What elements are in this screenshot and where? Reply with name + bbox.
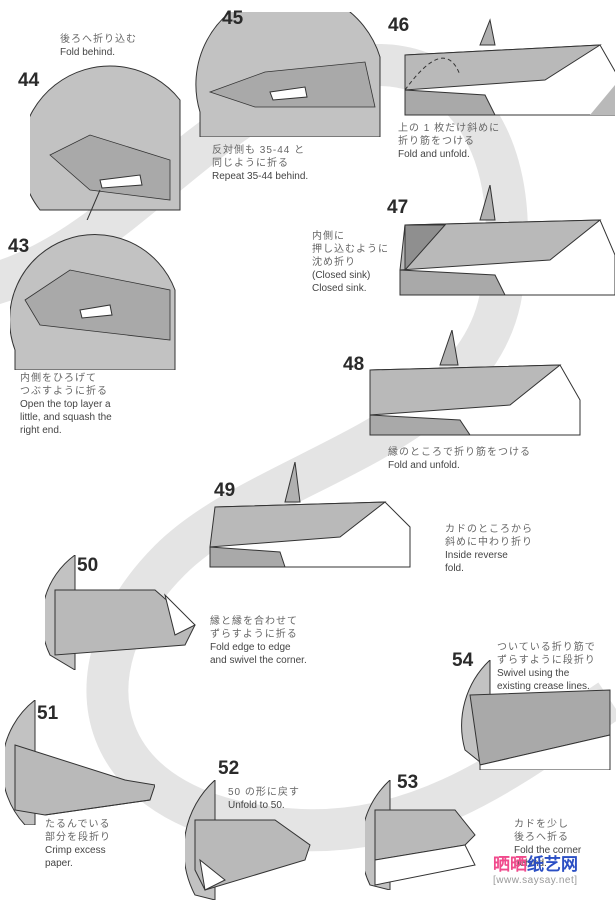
step-number: 43: [8, 236, 30, 257]
step-49-caption: カドのところから 斜めに中わり折り Inside reverse fold.: [445, 524, 533, 574]
step-53-caption: カドを少し 後ろへ折る Fold the corner behind.: [514, 819, 582, 869]
step-51-diagram: [5, 700, 155, 825]
step-number: 50: [77, 555, 99, 576]
step-number: 51: [37, 703, 59, 724]
watermark-title: 晒晒纸艺网: [493, 855, 578, 874]
step-number: 48: [343, 354, 365, 375]
step-43-caption: 内側をひろげて つぶすように折る Open the top layer a li…: [20, 373, 112, 436]
step-number: 44: [18, 70, 40, 91]
step-46-caption: 上の 1 枚だけ斜めに 折り筋をつける Fold and unfold.: [398, 123, 501, 160]
watermark: 晒晒纸艺网 [www.saysay.net]: [493, 850, 578, 886]
step-44-diagram: [30, 65, 181, 220]
step-44-caption: 後ろへ折り込む Fold behind.: [60, 34, 137, 58]
step-54-diagram: [461, 660, 611, 770]
step-48-caption: 縁のところで折り筋をつける Fold and unfold.: [388, 447, 531, 471]
watermark-url: [www.saysay.net]: [493, 875, 578, 886]
step-number: 53: [397, 772, 419, 793]
step-45-diagram: [195, 12, 381, 137]
step-50-caption: 縁と縁を合わせて ずらすように折る Fold edge to edge and …: [210, 616, 307, 666]
step-50-diagram: [45, 555, 196, 670]
step-47-diagram: [399, 185, 615, 296]
step-54-caption: ついている折り筋で ずらすように段折り Swivel using the exi…: [497, 642, 596, 692]
step-number: 54: [452, 650, 474, 671]
step-45-caption: 反対側も 35-44 と 同じように折る Repeat 35-44 behind…: [212, 145, 309, 182]
step-46-diagram: [404, 18, 615, 116]
step-52-diagram: [185, 780, 311, 900]
step-number: 45: [222, 8, 244, 29]
step-47-caption: 内側に 押し込むように 沈め折り (Closed sink) Closed si…: [312, 231, 389, 294]
step-number: 49: [214, 480, 236, 501]
step-number: 46: [388, 15, 410, 36]
step-51-caption: たるんでいる 部分を段折り Crimp excess paper.: [45, 819, 111, 869]
step-52-caption: 50 の形に戻す Unfold to 50.: [228, 787, 300, 811]
step-number: 47: [387, 197, 409, 218]
step-number: 52: [218, 758, 240, 779]
step-49-diagram: [209, 462, 411, 568]
step-48-diagram: [369, 330, 581, 436]
step-53-diagram: [365, 780, 476, 890]
step-43-diagram: [10, 234, 176, 370]
